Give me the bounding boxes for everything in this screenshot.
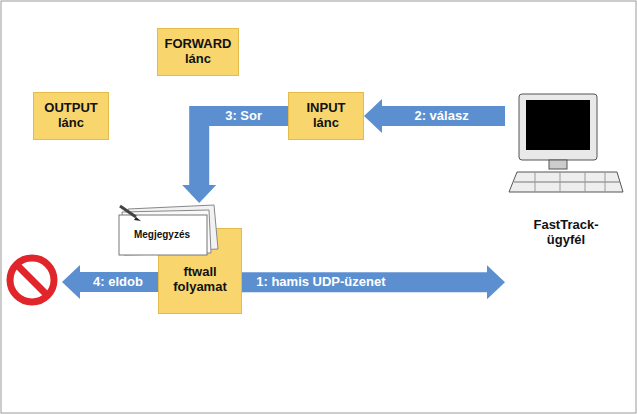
note-label: Megjegyzés (134, 229, 190, 241)
key-divider (605, 172, 606, 192)
pencil-tip (134, 217, 141, 221)
chain-box: OUTPUT lánc (33, 92, 109, 140)
flow-arrow (364, 99, 505, 133)
prohibition-ring (10, 258, 54, 302)
client-computer: FastTrack-ügyfél (505, 92, 627, 300)
discard-band (80, 272, 158, 292)
key-divider (585, 172, 586, 192)
arrow-band (199, 116, 288, 186)
client-label: FastTrack-ügyfél (523, 218, 609, 248)
key-row (514, 182, 620, 183)
arrow-head (182, 185, 216, 203)
stand (549, 160, 567, 169)
flow-arrow (182, 116, 288, 203)
discard-arrow (62, 265, 158, 299)
computer-icon (505, 92, 627, 202)
box-label: FORWARD lánc (162, 37, 234, 67)
key-divider (560, 172, 561, 192)
keyboard (509, 172, 623, 192)
chain-box: FORWARD lánc (157, 28, 239, 76)
monitor (519, 94, 597, 160)
pencil (120, 206, 136, 217)
arrow-band (381, 106, 505, 126)
note-icon: Megjegyzés (116, 203, 220, 257)
box-label: OUTPUT lánc (38, 101, 104, 131)
screen (526, 100, 590, 150)
key-divider (535, 172, 536, 192)
box-label: INPUT lánc (293, 101, 359, 131)
arrow-head (364, 99, 382, 133)
arrow-label: 3: Sor (223, 109, 264, 123)
arrow-label: 2: válasz (412, 109, 470, 123)
flow-arrow (242, 265, 505, 299)
prohibition-bar (16, 264, 48, 296)
chain-box: INPUT lánc (288, 92, 364, 140)
box-label: ftwall folyamat (163, 265, 237, 295)
arrow-label: 4: eldob (91, 275, 145, 289)
front-page (119, 215, 207, 255)
discard-head (62, 265, 80, 299)
arrow-label: 1: hamis UDP-üzenet (254, 275, 387, 289)
arrow-head (487, 265, 505, 299)
prohibition-sign (10, 258, 54, 302)
arrow-band (242, 272, 488, 292)
